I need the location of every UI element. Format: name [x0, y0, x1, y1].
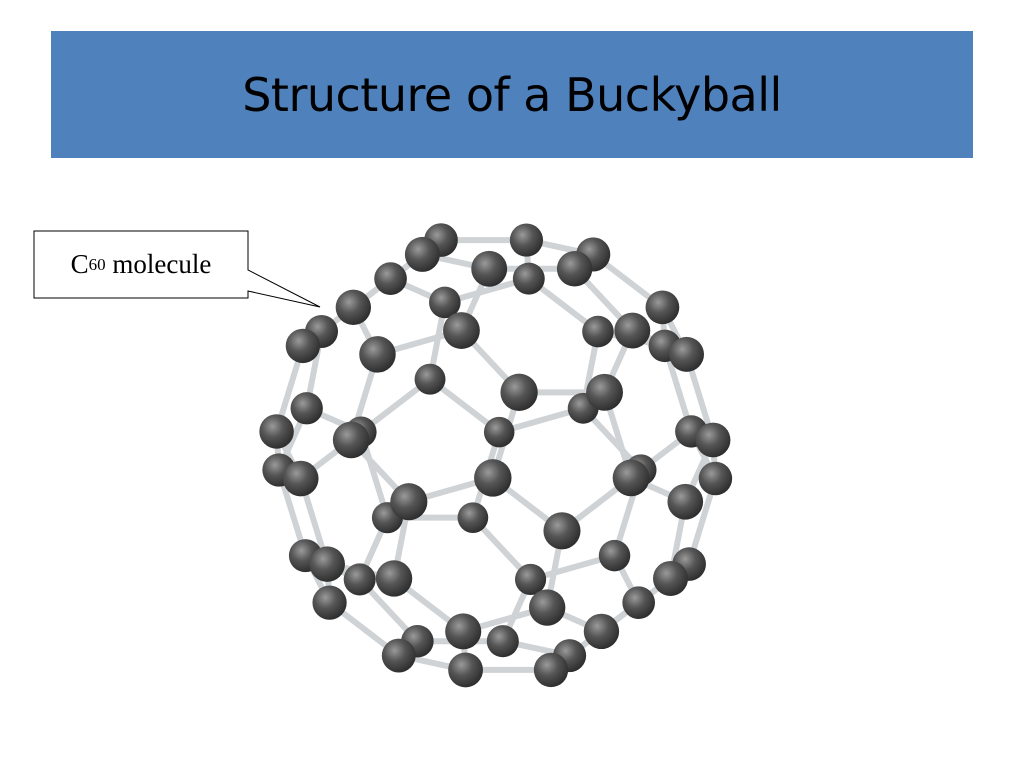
- carbon-atom: [375, 560, 413, 597]
- carbon-atom: [335, 289, 372, 326]
- carbon-atom: [282, 460, 319, 497]
- formula-symbol: C: [70, 249, 89, 279]
- carbon-atom: [332, 421, 370, 459]
- carbon-atom: [528, 589, 566, 626]
- carbon-atom: [445, 613, 482, 650]
- carbon-atom: [457, 502, 489, 534]
- carbon-atom: [343, 563, 376, 596]
- carbon-atom: [483, 416, 515, 448]
- carbon-atom: [543, 512, 581, 550]
- carbon-atom: [698, 461, 733, 496]
- carbon-atom: [667, 483, 704, 520]
- carbon-atom: [443, 312, 480, 349]
- carbon-atom: [669, 336, 705, 372]
- carbon-atom: [404, 236, 440, 272]
- carbon-atom: [612, 459, 650, 497]
- carbon-atom: [582, 315, 614, 348]
- carbon-atom: [390, 483, 428, 521]
- atom-group: [259, 223, 733, 688]
- carbon-atom: [509, 223, 544, 257]
- carbon-atom: [645, 290, 680, 325]
- carbon-atom: [622, 586, 655, 619]
- formula-rest: molecule: [105, 249, 212, 279]
- carbon-atom: [448, 652, 483, 688]
- carbon-atom: [285, 328, 321, 364]
- carbon-atom: [290, 392, 323, 425]
- carbon-atom: [583, 613, 620, 650]
- carbon-atom: [374, 262, 407, 295]
- carbon-atom: [486, 625, 519, 658]
- carbon-atom: [309, 546, 345, 582]
- carbon-atom: [556, 251, 593, 287]
- title-bar: Structure of a Buckyball: [51, 31, 973, 158]
- carbon-atom: [429, 286, 461, 319]
- carbon-atom: [381, 638, 416, 673]
- carbon-atom: [598, 539, 631, 572]
- carbon-atom: [614, 312, 651, 349]
- carbon-atom: [312, 585, 347, 620]
- carbon-atom: [359, 336, 396, 373]
- carbon-atom: [500, 373, 538, 411]
- carbon-atom: [695, 422, 731, 458]
- carbon-atom: [259, 414, 294, 449]
- carbon-atom: [471, 250, 508, 287]
- slide-title: Structure of a Buckyball: [242, 67, 782, 122]
- carbon-atom: [652, 560, 688, 596]
- carbon-atom: [474, 459, 512, 497]
- carbon-atom: [586, 373, 623, 411]
- carbon-atom: [512, 262, 545, 295]
- carbon-atom: [414, 363, 446, 395]
- carbon-atom: [533, 652, 569, 688]
- carbon-atom: [514, 563, 547, 596]
